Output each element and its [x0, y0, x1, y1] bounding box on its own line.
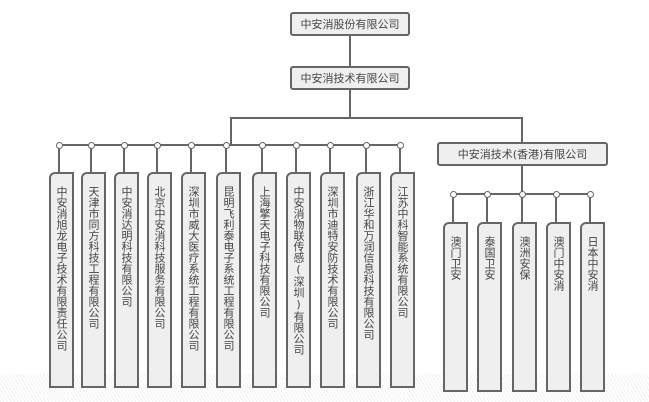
connector — [261, 148, 263, 172]
connector — [486, 197, 488, 222]
subsidiary-box: 深圳市迪特安防技术有限公司 — [320, 172, 345, 388]
subsidiary-box: 江苏中科智能系统有限公司 — [390, 172, 415, 388]
connector — [230, 117, 522, 119]
subsidiary-box: 中安消达明科技有限公司 — [114, 172, 139, 388]
connector — [58, 148, 60, 172]
hk-company-box: 中安消技术(香港)有限公司 — [437, 142, 608, 166]
connector — [190, 148, 192, 172]
connector — [521, 197, 523, 222]
connector — [589, 197, 591, 222]
connector — [225, 148, 227, 172]
subsidiary-box: 上海擎天电子科技有限公司 — [252, 172, 277, 388]
connector — [365, 148, 367, 172]
overseas-subsidiary-box: 澳门中安消 — [546, 222, 571, 392]
overseas-subsidiary-box: 日本中安消 — [580, 222, 605, 392]
connector — [349, 36, 351, 66]
connector — [452, 197, 454, 222]
connector — [90, 148, 92, 172]
subsidiary-box: 天津市同方科技工程有限公司 — [81, 172, 106, 388]
connector — [60, 144, 402, 146]
connector — [295, 148, 297, 172]
overseas-subsidiary-box: 泰国卫安 — [477, 222, 502, 392]
connector — [230, 117, 232, 145]
subsidiary-box: 昆明飞利泰电子系统工程有限公司 — [216, 172, 241, 388]
subsidiary-box: 中安消旭龙电子技术有限责任公司 — [49, 172, 74, 388]
connector — [123, 148, 125, 172]
connector — [521, 117, 523, 142]
connector — [521, 166, 523, 194]
subsidiary-box: 深圳市威大医疗系统工程有限公司 — [181, 172, 206, 388]
overseas-subsidiary-box: 澳洲安保 — [512, 222, 537, 392]
subsidiary-box: 中安消物联传感(深圳)有限公司 — [286, 172, 311, 388]
overseas-subsidiary-box: 澳门卫安 — [443, 222, 468, 392]
connector — [399, 148, 401, 172]
connector — [349, 90, 351, 118]
connector — [555, 197, 557, 222]
subsidiary-box: 浙江华和万润信息科技有限公司 — [356, 172, 381, 388]
root-company-box: 中安消股份有限公司 — [290, 12, 410, 36]
tech-company-box: 中安消技术有限公司 — [290, 66, 410, 90]
connector — [156, 148, 158, 172]
subsidiary-box: 北京中安消科技服务有限公司 — [147, 172, 172, 388]
connector — [329, 148, 331, 172]
